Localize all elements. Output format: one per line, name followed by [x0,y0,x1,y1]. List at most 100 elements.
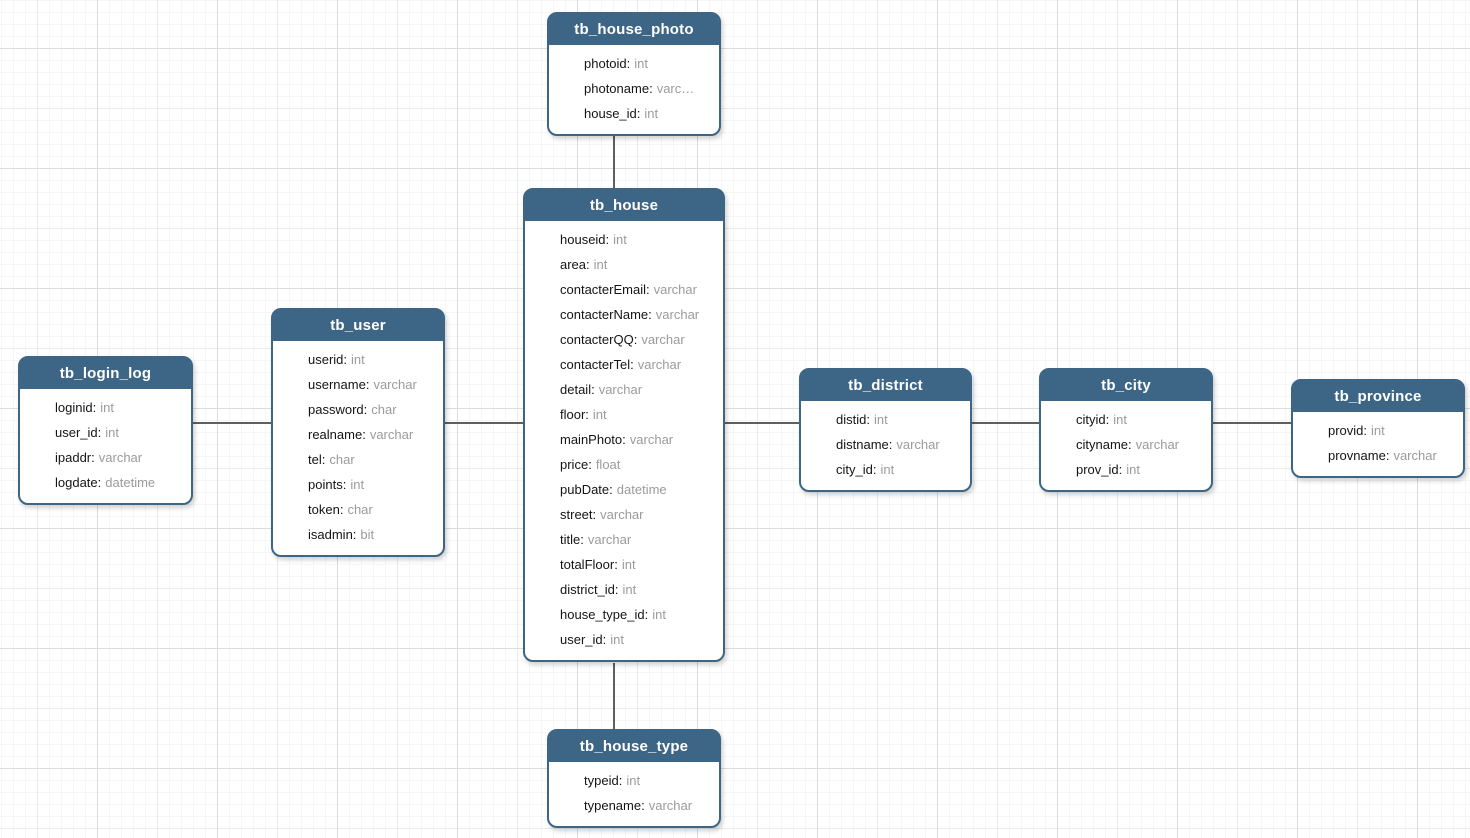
field-row[interactable]: isadminbit [308,522,435,547]
field-type: int [621,557,636,572]
field-row[interactable]: logdatedatetime [55,470,183,495]
field-row[interactable]: usernamevarchar [308,372,435,397]
entity-tb-house-photo[interactable]: tb_house_photo photoidint photonamevarc…… [547,12,721,136]
field-row[interactable]: floorint [560,402,715,427]
field-row[interactable]: useridint [308,347,435,372]
entity-tb-house[interactable]: tb_house houseidint areaint contacterEma… [523,188,725,662]
relationship-line-city-province[interactable] [1207,422,1293,424]
field-row[interactable]: user_idint [560,627,715,652]
field-row[interactable]: house_idint [584,101,711,126]
field-type: datetime [616,482,667,497]
entity-header[interactable]: tb_login_log [20,358,191,389]
field-row[interactable]: contacterNamevarchar [560,302,715,327]
field-name: title [560,532,584,547]
field-name: password [308,402,367,417]
field-row[interactable]: totalFloorint [560,552,715,577]
entity-header[interactable]: tb_city [1041,370,1211,401]
entity-tb-city[interactable]: tb_city cityidint citynamevarchar prov_i… [1039,368,1213,492]
field-type: varchar [98,450,143,465]
field-row[interactable]: distnamevarchar [836,432,962,457]
field-type: varchar [1135,437,1180,452]
field-row[interactable]: photoidint [584,51,711,76]
field-row[interactable]: realnamevarchar [308,422,435,447]
field-type: varchar [373,377,417,392]
field-name: userid [308,352,347,367]
field-type: int [626,773,641,788]
field-row[interactable]: contacterTelvarchar [560,352,715,377]
field-row[interactable]: ipaddrvarchar [55,445,183,470]
entity-header[interactable]: tb_user [273,310,443,341]
field-row[interactable]: pointsint [308,472,435,497]
relationship-line-user-house[interactable] [439,422,525,424]
field-type: varchar [598,382,643,397]
entity-tb-login-log[interactable]: tb_login_log loginidint user_id int ipadd… [18,356,193,505]
field-row[interactable]: provnamevarchar [1328,443,1455,468]
entity-tb-province[interactable]: tb_province providint provnamevarchar [1291,379,1465,478]
field-row[interactable]: cityidint [1076,407,1203,432]
field-name: street [560,507,596,522]
entity-tb-district[interactable]: tb_district distidint distnamevarchar ci… [799,368,972,492]
relationship-line-loginlog-user[interactable] [187,422,273,424]
field-row[interactable]: pricefloat [560,452,715,477]
relationship-line-district-city[interactable] [966,422,1041,424]
field-row[interactable]: typeidint [584,768,711,793]
entity-fields: cityidint citynamevarchar prov_idint [1041,401,1211,490]
entity-tb-user[interactable]: tb_user useridint usernamevarchar passwo… [271,308,445,557]
field-row[interactable]: house_type_idint [560,602,715,627]
field-row[interactable]: loginidint [55,395,183,420]
field-name: house_type_id [560,607,648,622]
field-row[interactable]: distidint [836,407,962,432]
field-name: distname [836,437,892,452]
field-row[interactable]: password char [308,397,435,422]
field-type: int [880,462,895,477]
entity-title: tb_district [848,377,923,394]
field-row[interactable]: areaint [560,252,715,277]
field-row[interactable]: telchar [308,447,435,472]
entity-header[interactable]: tb_district [801,370,970,401]
field-row[interactable]: houseidint [560,227,715,252]
field-row[interactable]: detailvarchar [560,377,715,402]
field-row[interactable]: providint [1328,418,1455,443]
field-name: area [560,257,590,272]
relationship-line-house-district[interactable] [719,422,801,424]
field-type: int [105,425,119,440]
field-row[interactable]: district_idint [560,577,715,602]
field-name: typename [584,798,645,813]
field-row[interactable]: tokenchar [308,497,435,522]
field-row[interactable]: mainPhotovarchar [560,427,715,452]
field-row[interactable]: photonamevarc… [584,76,711,101]
entity-fields: typeidint typenamevarchar [549,762,719,826]
entity-fields: useridint usernamevarchar passwordchar r… [273,341,443,555]
field-row[interactable]: contacterQQvarchar [560,327,715,352]
field-name: user_id [55,425,101,440]
field-type: varchar [653,282,697,297]
field-type: char [329,452,355,467]
field-type: varchar [1393,448,1437,463]
field-name: houseid [560,232,609,247]
field-row[interactable]: prov_idint [1076,457,1203,482]
entity-header[interactable]: tb_house_type [549,731,719,762]
entity-header[interactable]: tb_province [1293,381,1463,412]
field-type: int [1371,423,1385,438]
field-name: district_id [560,582,619,597]
field-type: char [371,402,397,417]
relationship-line-house-housetype[interactable] [613,663,615,731]
field-row[interactable]: titlevarchar [560,527,715,552]
entity-header[interactable]: tb_house [525,190,723,221]
field-row[interactable]: streetvarchar [560,502,715,527]
field-name: cityname [1076,437,1132,452]
entity-header[interactable]: tb_house_photo [549,14,719,45]
field-row[interactable]: city_idint [836,457,962,482]
relationship-line-housephoto-house[interactable] [613,130,615,190]
field-type: int [350,477,365,492]
field-row[interactable]: citynamevarchar [1076,432,1203,457]
field-row[interactable]: pubDatedatetime [560,477,715,502]
field-row[interactable]: contacterEmailvarchar [560,277,715,302]
entity-fields: providint provnamevarchar [1293,412,1463,476]
field-type: int [1126,462,1140,477]
field-row[interactable]: typenamevarchar [584,793,711,818]
entity-title: tb_house_photo [574,21,694,38]
entity-tb-house-type[interactable]: tb_house_type typeidint typenamevarchar [547,729,721,828]
field-row[interactable]: user_id int [55,420,183,445]
